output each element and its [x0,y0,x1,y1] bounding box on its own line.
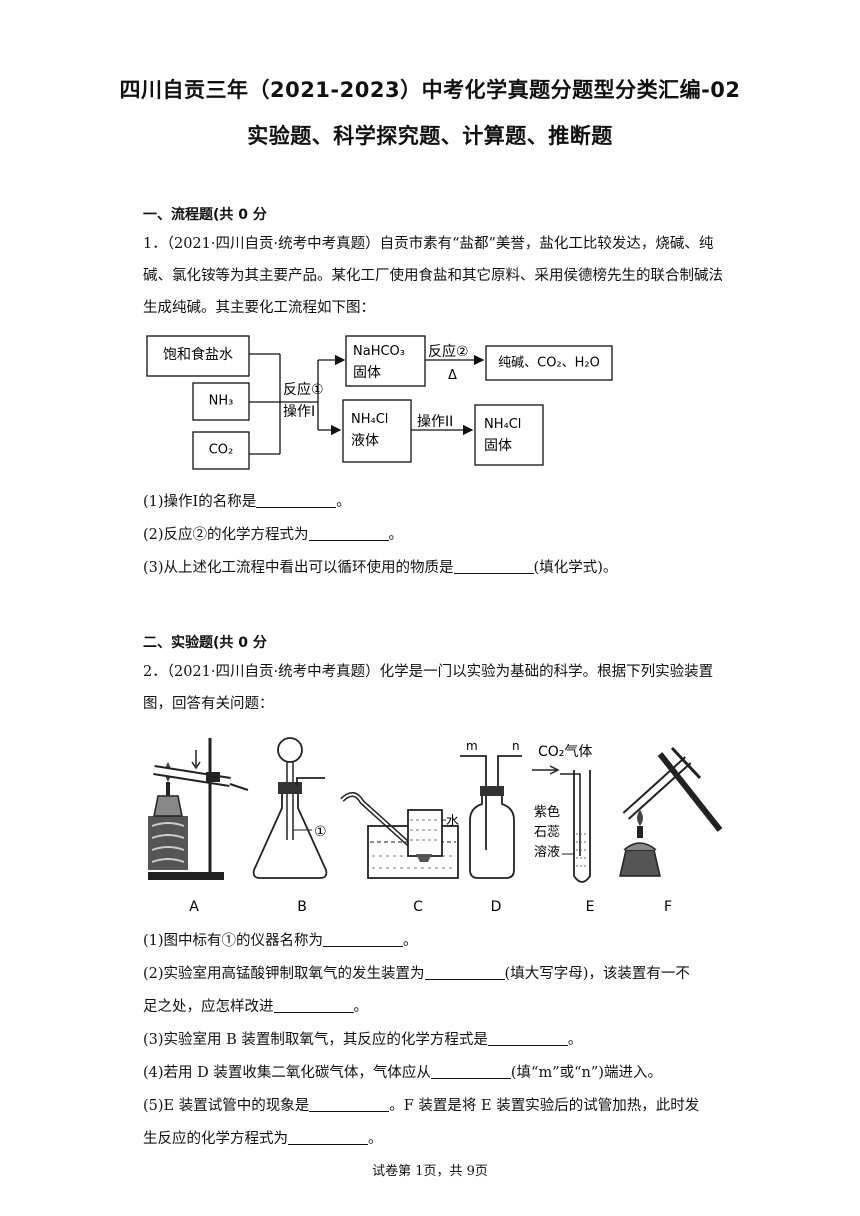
label-d: D [491,899,502,915]
label-b: B [297,899,307,915]
flow-out2-formula: NH₄Cl [484,417,521,432]
doc-title-line1: 四川自贡三年（2021-2023）中考化学真题分题型分类汇编-02 [119,78,741,102]
apparatus-b: ① [252,737,328,879]
label-co2-gas: CO₂气体 [538,744,592,760]
flow-mid1-formula: NaHCO₃ [353,344,405,359]
label-e: E [586,899,595,915]
answer-blank[interactable] [288,1130,368,1145]
answer-blank[interactable] [424,965,505,980]
q2-sub5-line2: 生反应的化学方程式为。 [143,1130,383,1147]
flow-in1-label: 饱和食盐水 [163,346,233,363]
section-experiment-heading: 二、实验题(共 0 分 [143,635,267,651]
flow-op2-reaction: 反应② [428,343,469,360]
page-footer: 试卷第 1页，共 9页 [372,1164,488,1179]
q2-sub1: (1)图中标有①的仪器名称为。 [143,932,418,949]
flow-chart: 反应① 操作I 反应② Δ 操作II 饱和食盐水 NH₃ CO₂ NaHCO₃ … [146,335,613,470]
doc-title-line2: 实验题、科学探究题、计算题、推断题 [247,124,613,148]
q2-sub2-line2: 足之处，应怎样改进。 [143,998,368,1015]
apparatus-a [148,738,249,880]
q1-sub1: (1)操作I的名称是。 [143,493,351,510]
answer-blank[interactable] [309,1097,390,1112]
flow-op1-operation: 操作I [283,404,315,420]
flow-in3-label: CO₂ [209,443,234,458]
flow-mid2-state: 液体 [351,433,379,449]
q2-sub3: (3)实验室用 B 装置制取氧气，其反应的化学方程式是。 [143,1031,583,1048]
answer-blank[interactable] [453,559,534,574]
apparatus-c: 水 [340,792,459,879]
apparatus-f [619,746,723,877]
label-a: A [189,899,199,915]
flow-mid1-state: 固体 [353,365,381,381]
flow-box-nahco3 [345,335,426,387]
label-f: F [664,899,672,915]
apparatus-e: CO₂气体 紫色 石蕊 溶液 [532,744,592,883]
answer-blank[interactable] [487,1031,568,1046]
flow-box-products [485,345,613,381]
flow-op2-heat: Δ [448,368,457,383]
q2-stem: 2．（2021·四川自贡·统考中考真题）化学是一门以实验为基础的科学。根据下列实… [143,664,714,712]
flow-in2-label: NH₃ [209,394,234,409]
apparatus-figure: ① 水 m n CO₂气体 紫色 石蕊 溶液 [148,737,723,915]
flow-out2-state: 固体 [484,438,512,454]
label-c: C [413,899,423,915]
section-flow-heading: 一、流程题(共 0 分 [143,207,267,223]
label-litmus-1: 紫色 [534,804,560,820]
answer-blank[interactable] [430,1064,511,1079]
q1-sub3: (3)从上述化工流程中看出可以循环使用的物质是(填化学式)。 [143,559,618,576]
answer-blank[interactable] [256,493,337,508]
q1-stem: 1．（2021·四川自贡·统考中考真题）自贡市素有“盐都”美誉，盐化工比较发达，… [143,236,723,316]
answer-blank[interactable] [323,932,404,947]
flow-box-nh4cl-solid [474,404,544,466]
label-litmus-3: 溶液 [534,845,560,860]
q2-sub4: (4)若用 D 装置收集二氧化碳气体，气体应从(填“m”或“n”)端进入。 [143,1064,662,1081]
label-m: m [466,739,478,753]
label-n: n [512,739,520,753]
label-litmus-2: 石蕊 [534,825,560,840]
flow-box-brine [146,335,250,377]
answer-blank[interactable] [273,998,354,1013]
flow-box-co2 [192,431,250,470]
apparatus-d: m n [460,739,522,879]
answer-blank[interactable] [308,526,389,541]
q2-sub2-line1: (2)实验室用高锰酸钾制取氧气的发生装置为(填大写字母)，该装置有一不 [143,965,690,982]
label-water: 水 [446,814,459,829]
q2-sub5-line1: (5)E 装置试管中的现象是。F 装置是将 E 装置实验后的试管加热，此时发 [143,1097,700,1114]
label-circle-1: ① [314,824,327,840]
flow-out1-label: 纯碱、CO₂、H₂O [498,356,600,371]
flow-op1-reaction: 反应① [283,381,324,398]
flow-op3-operation: 操作II [417,414,453,430]
flow-box-nh4cl-liquid [342,399,412,463]
q1-sub2: (2)反应②的化学方程式为。 [143,526,404,543]
flow-mid2-formula: NH₄Cl [351,412,388,427]
